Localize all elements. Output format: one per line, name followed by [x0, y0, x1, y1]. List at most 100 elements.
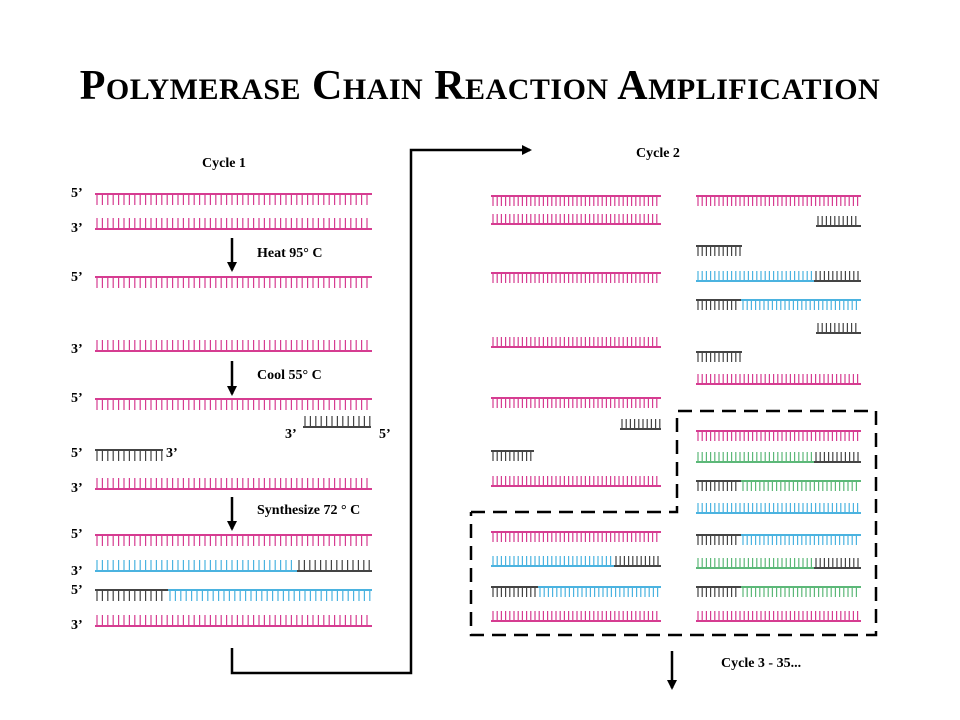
new-strand	[696, 299, 861, 310]
template-strand	[95, 193, 372, 205]
strand-segment	[491, 586, 538, 597]
strand-segment	[491, 556, 614, 567]
title-word: REACTION	[434, 63, 609, 109]
strand-segment	[491, 214, 661, 225]
template-strand	[95, 276, 372, 288]
new-strand	[95, 589, 372, 601]
template-strand	[491, 195, 661, 206]
new-strand	[491, 586, 661, 597]
strand-segment	[95, 534, 372, 546]
template-strand	[696, 430, 861, 441]
template-strand	[95, 534, 372, 546]
strand-segment	[95, 478, 372, 490]
template-strand	[95, 478, 372, 490]
dna-strands	[95, 193, 861, 627]
strand-segment	[303, 416, 371, 428]
end-label-5: 5’	[71, 583, 83, 598]
template-strand	[491, 611, 661, 622]
primer-strand	[95, 449, 163, 461]
template-strand	[491, 214, 661, 225]
template-strand	[696, 195, 861, 206]
strand-segment	[491, 531, 661, 542]
strand-segment	[741, 480, 861, 491]
step-cool-label: Cool 55° C	[257, 368, 322, 383]
new-strand	[696, 586, 861, 597]
template-strand	[696, 611, 861, 622]
strand-segment	[95, 218, 372, 230]
strand-segment	[696, 271, 814, 282]
strand-segment	[741, 534, 861, 545]
template-strand	[491, 397, 661, 408]
strand-segment	[814, 452, 861, 463]
end-label-5: 5’	[71, 446, 83, 461]
template-strand	[491, 476, 661, 487]
primer-strand	[816, 216, 861, 227]
strand-segment	[696, 503, 861, 514]
strand-segment	[696, 430, 861, 441]
template-strand	[95, 218, 372, 230]
end-label-5: 5’	[71, 270, 83, 285]
strand-segment	[696, 480, 741, 491]
cycle-transition-arrow	[230, 145, 532, 675]
end-label-3: 3’	[166, 446, 178, 461]
end-label-5: 5’	[71, 527, 83, 542]
highlight-box	[469, 409, 878, 637]
strand-segment	[491, 337, 661, 348]
template-strand	[491, 272, 661, 283]
strand-segment	[95, 398, 372, 410]
new-strand	[491, 556, 661, 567]
strand-segment	[95, 449, 163, 461]
strand-segment	[696, 374, 861, 385]
strand-segment	[814, 558, 861, 569]
end-label-5: 5’	[71, 186, 83, 201]
strand-segment	[816, 323, 861, 334]
end-label-3: 3’	[285, 427, 297, 442]
strand-segment	[95, 560, 297, 572]
strand-segment	[95, 589, 168, 601]
template-strand	[491, 337, 661, 348]
new-strand	[696, 480, 861, 491]
strand-segment	[491, 272, 661, 283]
end-label-3: 3’	[71, 221, 83, 236]
strand-segment	[696, 245, 742, 256]
title-word: CHAIN	[312, 63, 424, 109]
strand-segment	[538, 586, 661, 597]
cycle-1-label: Cycle 1	[202, 156, 246, 171]
new-strand	[696, 271, 861, 282]
end-label-3: 3’	[71, 481, 83, 496]
primer-strand	[303, 416, 371, 428]
template-strand	[95, 615, 372, 627]
primer-strand	[816, 323, 861, 334]
strand-segment	[696, 558, 814, 569]
strand-segment	[491, 195, 661, 206]
strand-segment	[741, 586, 861, 597]
strand-segment	[696, 452, 814, 463]
end-label-3: 3’	[71, 342, 83, 357]
end-label-3: 3’	[71, 564, 83, 579]
strand-segment	[95, 340, 372, 352]
step-heat-label: Heat 95° C	[257, 246, 323, 261]
step-synth-label: Synthesize 72 ° C	[257, 503, 361, 518]
cycle-2-label: Cycle 2	[636, 146, 680, 161]
strand-segment	[491, 611, 661, 622]
strand-segment	[614, 556, 661, 567]
template-strand	[95, 398, 372, 410]
strand-segment	[696, 351, 742, 362]
primer-strand	[696, 351, 742, 362]
end-label-3: 3’	[71, 618, 83, 633]
new-strand	[696, 503, 861, 514]
primer-strand	[491, 450, 534, 461]
strand-segment	[696, 586, 741, 597]
strand-segment	[816, 216, 861, 227]
highlight-boxes	[469, 409, 878, 637]
new-strand	[696, 558, 861, 569]
primer-strand	[620, 419, 661, 430]
page-title: POLYMERASE CHAIN REACTION AMPLIFICATION	[0, 62, 960, 110]
primer-strand	[696, 245, 742, 256]
strand-segment	[696, 195, 861, 206]
strand-segment	[95, 615, 372, 627]
strand-segment	[297, 560, 372, 572]
end-label-5: 5’	[379, 427, 391, 442]
